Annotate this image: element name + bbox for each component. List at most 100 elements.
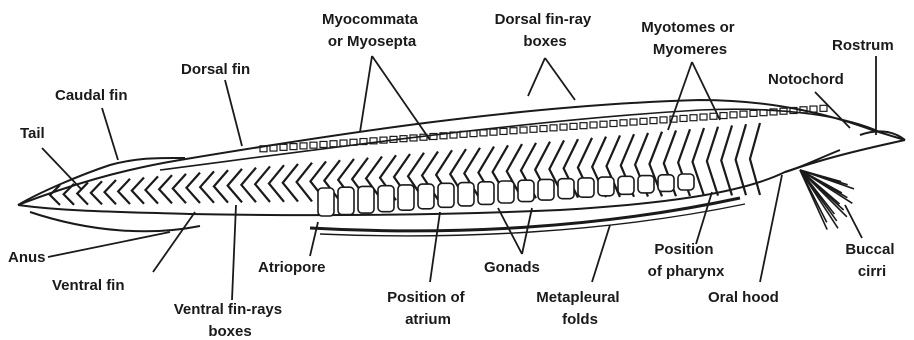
label-dorsal-fin: Dorsal fin	[181, 61, 250, 78]
label-dorsal-fin-ray-boxes: Dorsal fin-ray boxes	[495, 11, 596, 50]
myomere-chevron	[255, 166, 270, 202]
gonad-box	[678, 174, 694, 190]
dorsal-fin-ray-box	[570, 123, 577, 129]
gonad-box	[478, 182, 494, 205]
dorsal-fin-ray-box	[280, 144, 287, 150]
label-buccal-line2: cirri	[858, 263, 886, 280]
gonad-box	[578, 178, 594, 197]
dorsal-fin-ray-box	[680, 115, 687, 121]
dorsal-fin-ray-box	[610, 121, 617, 127]
dorsal-fin-ray-box	[320, 141, 327, 147]
dorsal-fin-ray-box	[330, 141, 337, 147]
leader-dorsal-boxes-2	[545, 58, 575, 100]
label-pharynx-line2: of pharynx	[648, 263, 725, 280]
label-atriopore: Atriopore	[258, 259, 326, 276]
myomere-chevron	[269, 165, 284, 202]
myomere-chevron	[105, 180, 116, 204]
myomere-chevron	[736, 124, 746, 195]
gonad-box	[658, 175, 674, 192]
label-dorsal-boxes-line1: Dorsal fin-ray	[495, 11, 592, 28]
ventral-fin-outline	[30, 212, 200, 231]
dorsal-fin-ray-boxes	[260, 105, 827, 151]
dorsal-fin-ray-box	[550, 125, 557, 131]
dorsal-fin-ray-box	[560, 124, 567, 130]
gonad-box	[538, 179, 554, 200]
leader-dorsal-fin	[225, 80, 242, 146]
leader-metapleural	[592, 225, 610, 282]
leader-gonads-1	[498, 208, 522, 254]
myomere-chevron	[241, 168, 256, 203]
buccal-cirri-shape	[800, 170, 854, 230]
leader-dorsal-boxes-1	[528, 58, 545, 96]
label-myocommata-line1: Myocommata	[322, 11, 419, 28]
gonad-box	[458, 183, 474, 206]
leader-gonads-2	[522, 208, 532, 254]
myomere-chevron	[132, 178, 144, 204]
gonad-box	[338, 187, 354, 214]
leader-pharynx	[696, 192, 712, 244]
myomere-chevron	[721, 125, 732, 195]
dorsal-fin-ray-box	[300, 143, 307, 149]
label-position-of-pharynx: Position of pharynx	[648, 241, 725, 280]
label-myocommata-line2: or Myosepta	[328, 33, 417, 50]
label-ventral-boxes-line2: boxes	[208, 323, 251, 340]
notochord	[160, 109, 880, 170]
dorsal-fin-ray-box	[640, 118, 647, 124]
label-notochord: Notochord	[768, 71, 844, 88]
dorsal-fin-ray-box	[820, 105, 827, 111]
dorsal-fin-ray-box	[290, 144, 297, 150]
dorsal-fin-ray-box	[310, 142, 317, 148]
dorsal-fin-ray-box	[620, 120, 627, 126]
dorsal-fin-ray-box	[490, 129, 497, 135]
leader-lines	[42, 56, 876, 300]
dorsal-fin-ray-box	[510, 128, 517, 134]
label-atrium-line2: atrium	[405, 311, 451, 328]
dorsal-fin-ray-box	[580, 123, 587, 129]
leader-buccal-cirri	[845, 205, 862, 238]
myomere-chevron	[200, 171, 214, 202]
dorsal-fin-ray-box	[700, 114, 707, 120]
dorsal-fin-ray-box	[500, 128, 507, 134]
label-metapleural-folds: Metapleural folds	[536, 289, 624, 328]
label-buccal-line1: Buccal	[845, 241, 894, 258]
labels: Tail Caudal fin Dorsal fin Myocommata or…	[8, 11, 899, 340]
leader-caudal-fin	[102, 108, 118, 160]
myomere-chevron	[173, 174, 186, 203]
label-gonads: Gonads	[484, 259, 540, 276]
dorsal-fin-ray-box	[480, 130, 487, 136]
gonad-box	[598, 177, 614, 196]
dorsal-fin-ray-box	[520, 127, 527, 133]
leader-myocommata-1	[360, 56, 372, 132]
gonad-box	[518, 180, 534, 201]
label-buccal-cirri: Buccal cirri	[845, 241, 898, 280]
label-position-of-atrium: Position of atrium	[387, 289, 469, 328]
oral-hood-outline	[785, 150, 840, 172]
leader-oral-hood	[760, 175, 782, 282]
gonad-box	[558, 179, 574, 199]
label-caudal-fin: Caudal fin	[55, 87, 128, 104]
label-atrium-line1: Position of	[387, 289, 465, 306]
leader-anus	[48, 232, 170, 257]
myomere-chevron	[159, 175, 172, 203]
myomere-chevron	[91, 181, 102, 204]
myomere-chevron	[118, 179, 130, 204]
dorsal-fin-ray-box	[740, 111, 747, 117]
label-pharynx-line1: Position	[654, 241, 713, 258]
dorsal-fin-ray-box	[730, 112, 737, 118]
label-oral-hood: Oral hood	[708, 289, 779, 306]
dorsal-fin-ray-box	[650, 118, 657, 124]
myomere-chevron	[186, 173, 200, 203]
gonads-group	[318, 174, 694, 216]
label-myotomes: Myotomes or Myomeres	[641, 19, 739, 58]
label-metapleural-line2: folds	[562, 311, 598, 328]
leader-myocommata-2	[372, 56, 430, 140]
myomere-chevron	[283, 164, 298, 202]
dorsal-fin-ray-box	[630, 119, 637, 125]
myomere-chevron	[228, 169, 242, 203]
leader-ventral-fin	[153, 212, 195, 272]
label-ventral-fin-ray-boxes: Ventral fin-rays boxes	[174, 301, 287, 340]
gonad-box	[618, 176, 634, 194]
label-dorsal-boxes-line2: boxes	[523, 33, 566, 50]
